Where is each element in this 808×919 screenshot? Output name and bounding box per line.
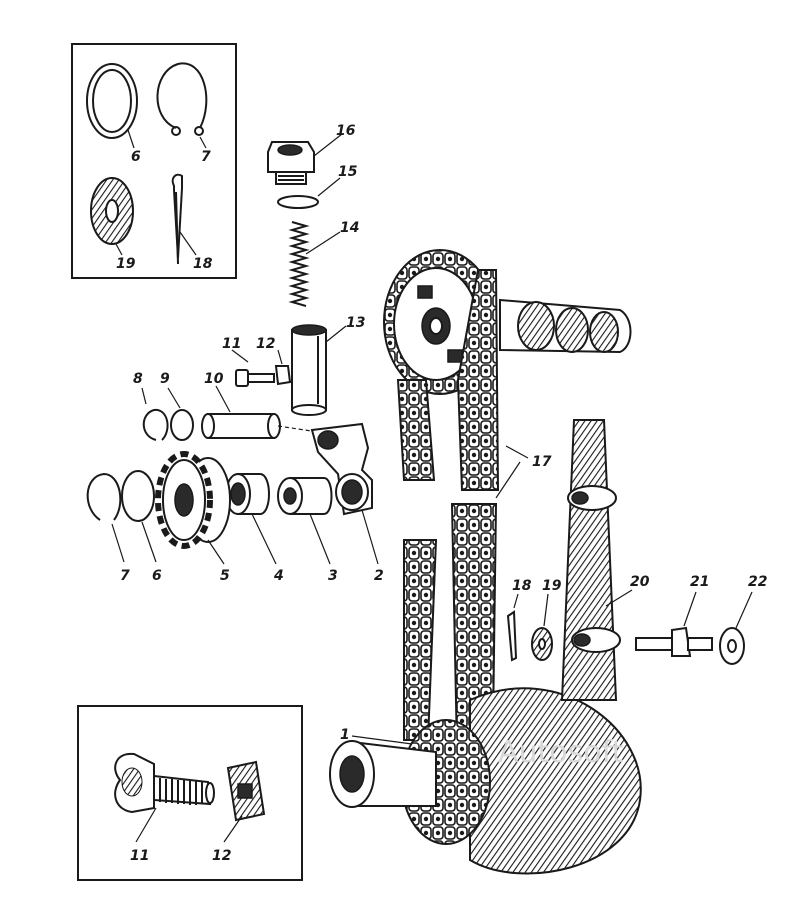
part-21-stud [635, 626, 713, 657]
label-5: 5 [220, 568, 230, 584]
tensioner-plunger-stack: 16 15 14 13 [267, 123, 365, 416]
camshaft-sprocket [383, 249, 632, 491]
idler-sprocket-assembly: 7 6 5 4 3 2 [86, 422, 384, 584]
part-19-washer [90, 177, 134, 245]
inset-bottom-frame [77, 705, 303, 881]
label-18: 18 [193, 256, 213, 272]
label-7: 7 [201, 149, 211, 165]
small-bolt-and-nut: 11 12 [222, 336, 292, 387]
part-13-plunger [291, 324, 327, 416]
label-7: 7 [120, 568, 130, 584]
part-18-cotter-pin [506, 610, 518, 662]
inset-bottom: 11 12 [77, 705, 303, 881]
label-1: 1 [340, 727, 350, 743]
label-12: 12 [212, 848, 231, 864]
crankshaft-chain: 17 1 [329, 445, 642, 875]
label-21: 21 [690, 574, 709, 590]
part-20-chain-guide [560, 419, 618, 701]
label-10: 10 [204, 371, 224, 387]
part-3-bushing [277, 477, 333, 515]
part-16-cap-nut [267, 141, 315, 185]
chain-run-left-upper [396, 379, 436, 481]
label-20: 20 [630, 574, 650, 590]
part-2-tensioner-arm [310, 422, 373, 516]
label-4: 4 [273, 568, 284, 584]
camshaft [499, 298, 632, 354]
label-19: 19 [542, 578, 562, 594]
label-9: 9 [160, 371, 170, 387]
label-18: 18 [512, 578, 532, 594]
chain-run-right-upper [456, 269, 500, 491]
part-8-circlip [142, 408, 169, 441]
part-11-bolt [114, 752, 215, 814]
part-10-shaft [201, 413, 281, 439]
inset-top: 6 7 19 18 [71, 43, 237, 279]
part-19-washer [531, 627, 553, 661]
part-6-ring [86, 63, 138, 139]
part-12-lock-plate [226, 760, 266, 822]
part-9-washer [170, 409, 194, 441]
part-7-circlip [86, 472, 122, 521]
crank-web [469, 687, 642, 875]
part-14-spring [288, 221, 310, 307]
label-2: 2 [374, 568, 384, 584]
label-6: 6 [131, 149, 141, 165]
watermark-text: Autosoft [498, 735, 624, 770]
label-14: 14 [340, 220, 359, 236]
part-22-washer [719, 627, 745, 665]
label-12-small: 12 [256, 336, 275, 352]
label-13: 13 [346, 315, 365, 331]
label-3: 3 [328, 568, 338, 584]
idler-shaft-parts: 8 9 10 [133, 371, 319, 441]
part-7-circlip [156, 62, 208, 136]
part-18-cotter-pin [171, 173, 183, 265]
label-22: 22 [748, 574, 767, 590]
label-16: 16 [336, 123, 356, 139]
part-6-ring [121, 470, 155, 522]
label-8: 8 [133, 371, 143, 387]
label-11-small: 11 [222, 336, 241, 352]
part-4-bushing [225, 473, 270, 515]
label-17: 17 [532, 454, 552, 470]
label-11: 11 [130, 848, 149, 864]
label-6: 6 [152, 568, 162, 584]
label-19: 19 [116, 256, 136, 272]
label-15: 15 [338, 164, 358, 180]
part-15-washer [277, 195, 319, 209]
chain-guide-assembly: 18 19 20 21 22 [506, 419, 767, 701]
chain-run-left-lower [403, 539, 438, 741]
part-5-idler-sprocket [155, 451, 231, 549]
crankshaft-nose [329, 740, 437, 808]
inset-top-frame [71, 43, 237, 279]
